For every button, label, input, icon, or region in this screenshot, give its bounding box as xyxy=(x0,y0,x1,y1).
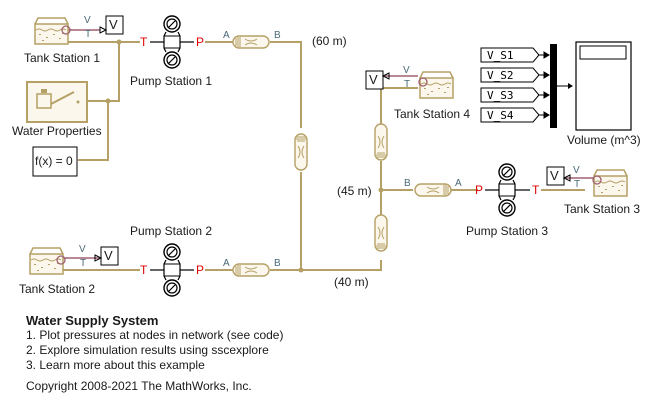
pump2-port-p: P xyxy=(196,263,205,277)
annotation: Water Supply System 1. Plot pressures at… xyxy=(26,313,283,394)
physical-wires xyxy=(57,41,585,271)
port-t: T xyxy=(80,258,87,269)
signal-wires xyxy=(62,29,598,259)
pipe-5[interactable] xyxy=(374,123,388,161)
tank-station-4[interactable] xyxy=(418,71,454,99)
junction-dots xyxy=(105,39,384,273)
v-display-3[interactable] xyxy=(546,166,571,186)
v-block-3-text: V xyxy=(550,168,559,183)
pump-station-2-label: Pump Station 2 xyxy=(130,224,213,238)
pipe-6[interactable] xyxy=(374,214,388,252)
v-block-2-text: V xyxy=(104,248,113,263)
pipe1-port-a: A xyxy=(223,30,230,41)
pump-station-1[interactable] xyxy=(163,15,181,69)
water-properties-block[interactable] xyxy=(26,81,88,123)
pipe3-port-a: A xyxy=(455,178,462,189)
pump1-port-t: T xyxy=(140,35,148,49)
tank-station-4-label: Tank Station 4 xyxy=(394,107,471,121)
water-properties-label: Water Properties xyxy=(12,124,102,138)
v-display-2[interactable] xyxy=(94,246,119,266)
goto-tags: V_S1V_S2V_S3V_S4 xyxy=(480,47,550,123)
port-v: V xyxy=(573,165,580,176)
goto-tag-3[interactable]: V_S3 xyxy=(480,87,550,103)
port-t: T xyxy=(85,29,92,40)
elevation-node-1: (60 m) xyxy=(312,34,347,48)
mux-block[interactable] xyxy=(550,44,557,128)
port-t: T xyxy=(574,179,581,190)
port-t: T xyxy=(404,79,411,90)
link-sscexplore[interactable]: 2. Explore simulation results using ssce… xyxy=(26,343,269,357)
pipe-3[interactable] xyxy=(414,183,452,197)
v-block-4-text: V xyxy=(369,72,378,87)
elevation-node-2: (45 m) xyxy=(337,184,372,198)
goto-tag-label: V_S3 xyxy=(487,89,514,102)
tank-station-1[interactable] xyxy=(34,17,71,45)
tank-station-3[interactable] xyxy=(592,169,628,197)
pipe2-port-a: A xyxy=(223,258,230,269)
goto-tag-label: V_S1 xyxy=(487,49,514,62)
pump-station-3[interactable] xyxy=(498,163,516,217)
v-display-4[interactable] xyxy=(365,70,390,90)
goto-tag-4[interactable]: V_S4 xyxy=(480,107,550,123)
pump3-port-t: T xyxy=(532,183,540,197)
port-v: V xyxy=(79,244,86,255)
pump-station-2[interactable] xyxy=(163,243,181,297)
pipe-2[interactable] xyxy=(232,263,270,277)
elevation-node-3: (40 m) xyxy=(334,275,369,289)
tank-station-3-label: Tank Station 3 xyxy=(564,202,641,216)
pump1-port-p: P xyxy=(196,35,205,49)
v-display-1[interactable] xyxy=(99,15,124,35)
pipe1-port-b: B xyxy=(274,30,281,41)
goto-tag-label: V_S4 xyxy=(487,109,514,122)
solver-configuration-block[interactable] xyxy=(32,146,78,177)
pump3-port-p: P xyxy=(475,183,484,197)
pump2-port-t: T xyxy=(140,263,148,277)
port-v: V xyxy=(84,15,91,26)
model-title: Water Supply System xyxy=(26,313,159,328)
scope-label: Volume (m^3) xyxy=(567,133,641,147)
tank-station-2-label: Tank Station 2 xyxy=(19,282,96,296)
goto-tag-2[interactable]: V_S2 xyxy=(480,67,550,83)
pump-station-3-label: Pump Station 3 xyxy=(466,224,549,238)
link-learn-more[interactable]: 3. Learn more about this example xyxy=(26,358,205,372)
pump-station-1-label: Pump Station 1 xyxy=(130,74,213,88)
solver-label: f(x) = 0 xyxy=(35,154,73,168)
volume-scope[interactable] xyxy=(575,41,632,131)
link-plot-pressures[interactable]: 1. Plot pressures at nodes in network (s… xyxy=(26,328,284,342)
pipe3-port-b: B xyxy=(404,178,411,189)
v-block-1-text: V xyxy=(109,17,118,32)
pipe-4[interactable] xyxy=(294,133,308,171)
tank-station-2[interactable] xyxy=(29,247,66,275)
goto-tag-label: V_S2 xyxy=(487,69,514,82)
tank-station-1-label: Tank Station 1 xyxy=(24,51,101,65)
pipe-1[interactable] xyxy=(232,35,270,49)
goto-tag-1[interactable]: V_S1 xyxy=(480,47,550,63)
port-v: V xyxy=(403,65,410,76)
copyright: Copyright 2008-2021 The MathWorks, Inc. xyxy=(26,379,252,393)
pump-port-lines xyxy=(150,41,530,271)
pipe2-port-b: B xyxy=(274,258,281,269)
